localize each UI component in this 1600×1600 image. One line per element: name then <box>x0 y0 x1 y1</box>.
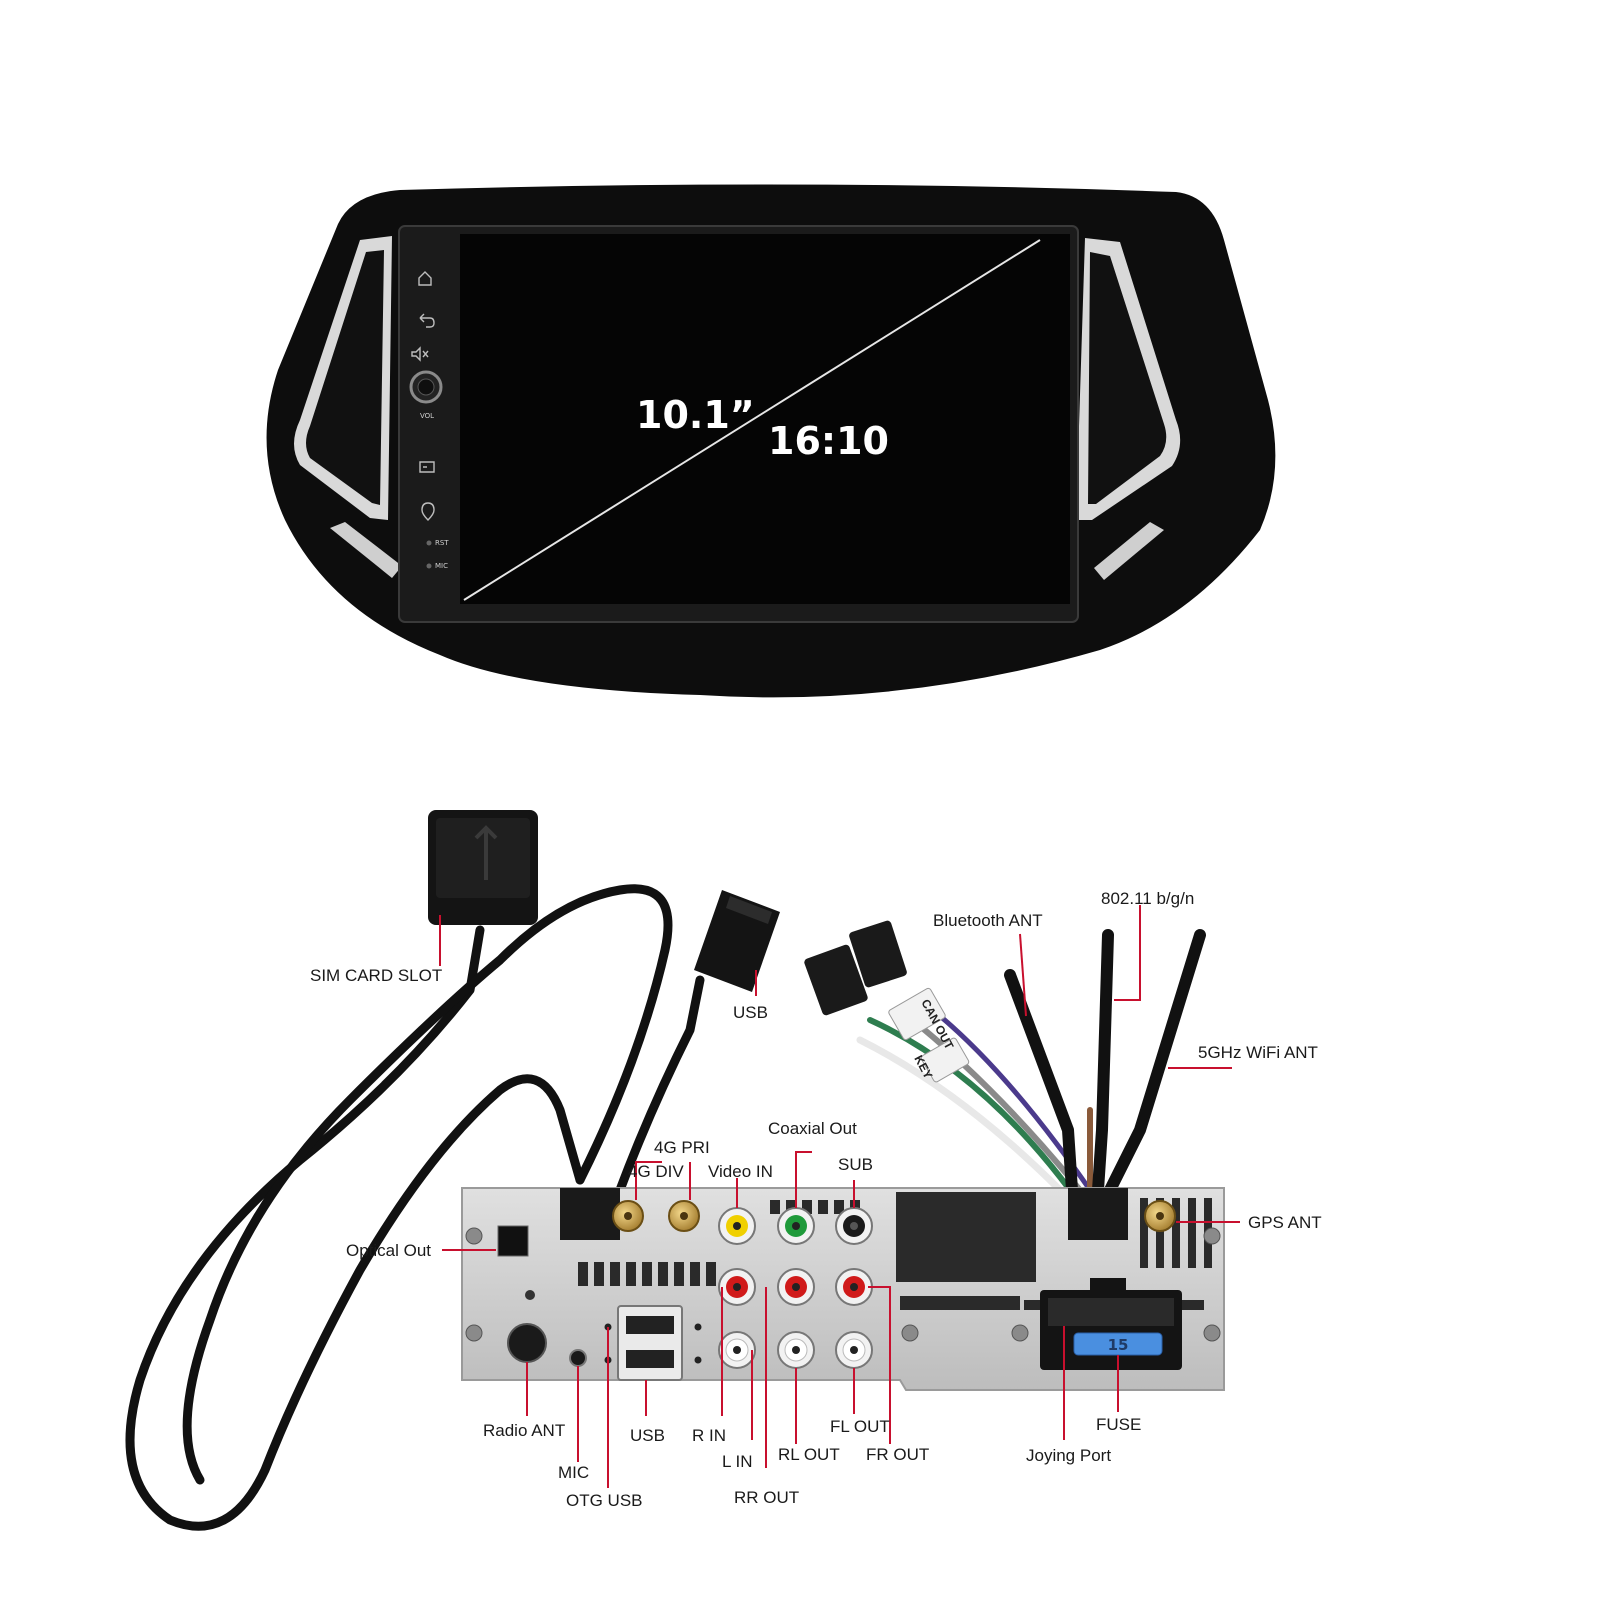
vent-slots <box>578 1200 860 1286</box>
ports: 15 <box>497 1188 1182 1381</box>
label-fl-out: FL OUT <box>830 1417 890 1436</box>
label-fuse: FUSE <box>1096 1415 1141 1434</box>
label-wifi-24: 802.11 b/g/n <box>1101 889 1194 908</box>
label-usb-top: USB <box>733 1003 768 1022</box>
wire-white <box>856 1036 1064 1194</box>
bluetooth-ant-wire <box>1004 969 1078 1196</box>
label-otg-usb: OTG USB <box>566 1491 643 1510</box>
usb-cable <box>615 975 705 1195</box>
label-sub: SUB <box>838 1155 873 1174</box>
wire-green <box>867 1017 1073 1193</box>
label-wifi-5g: 5GHz WiFi ANT <box>1198 1043 1318 1062</box>
leader-lines <box>439 905 1240 1488</box>
label-rl-out: RL OUT <box>778 1445 840 1464</box>
screw <box>1203 1324 1221 1342</box>
mic-side-label: MIC <box>435 562 448 570</box>
sim-cable-loop <box>182 884 673 1485</box>
wifi-24-wire <box>1092 929 1114 1196</box>
right-trim-inner <box>1088 252 1167 504</box>
label-l-in: L IN <box>722 1452 753 1471</box>
screw <box>901 1324 919 1342</box>
cables <box>125 884 1206 1531</box>
side-buttons <box>409 271 443 569</box>
aspect-ratio-label: 16:10 <box>768 419 889 463</box>
mic-port[interactable] <box>569 1349 587 1367</box>
label-sim-card-slot: SIM CARD SLOT <box>310 966 442 985</box>
label-r-in: R IN <box>692 1426 726 1445</box>
head-unit-front: 10.1” 16:10 VOL RST MIC <box>266 184 1276 698</box>
wifi-5g-wire <box>1104 929 1206 1196</box>
vol-label: VOL <box>420 412 434 420</box>
screw <box>1203 1227 1221 1245</box>
cable-entry-block <box>560 1188 620 1240</box>
home-icon[interactable] <box>418 271 432 286</box>
usb-female-connector <box>694 890 780 992</box>
optical-out-port[interactable] <box>497 1225 529 1257</box>
label-mic: MIC <box>558 1463 589 1482</box>
label-4g-pri: 4G PRI <box>654 1138 710 1157</box>
radio-ant-port[interactable] <box>507 1323 547 1363</box>
back-icon[interactable] <box>419 313 435 328</box>
label-bluetooth-ant: Bluetooth ANT <box>933 911 1043 930</box>
fuse-value: 15 <box>1108 1336 1129 1354</box>
sim-card-holder <box>428 810 538 925</box>
left-vent <box>330 522 402 578</box>
radio-icon[interactable] <box>419 461 435 473</box>
label-radio-ant: Radio ANT <box>483 1421 565 1440</box>
label-optical-out: Optical Out <box>346 1241 431 1260</box>
touch-screen[interactable] <box>460 234 1070 604</box>
mic-hole <box>426 563 432 569</box>
rst-label: RST <box>435 539 449 547</box>
screen-diagonal <box>463 239 1041 601</box>
reset-hole[interactable] <box>426 540 432 546</box>
screw <box>1011 1324 1029 1342</box>
label-rr-out: RR OUT <box>734 1488 799 1507</box>
label-4g-div: 4G DIV <box>628 1162 684 1181</box>
label-video-in: Video IN <box>708 1162 773 1181</box>
harness-entry-block <box>1068 1188 1128 1240</box>
label-gps-ant: GPS ANT <box>1248 1213 1322 1232</box>
harness-plugs <box>804 920 970 1083</box>
screen-size-label: 10.1” <box>636 393 755 437</box>
label-usb-bottom: USB <box>630 1426 665 1445</box>
callout-labels: SIM CARD SLOT USB Bluetooth ANT 802.11 b… <box>310 889 1322 1510</box>
navigation-icon[interactable] <box>421 502 435 521</box>
screw <box>465 1227 483 1245</box>
label-coaxial-out: Coaxial Out <box>768 1119 857 1138</box>
screw <box>465 1324 483 1342</box>
label-fr-out: FR OUT <box>866 1445 929 1464</box>
right-vent <box>1094 522 1164 580</box>
left-trim-inner <box>306 250 384 505</box>
mic-screw <box>525 1290 535 1300</box>
label-joying-port: Joying Port <box>1026 1446 1111 1465</box>
mute-icon[interactable] <box>411 346 429 362</box>
